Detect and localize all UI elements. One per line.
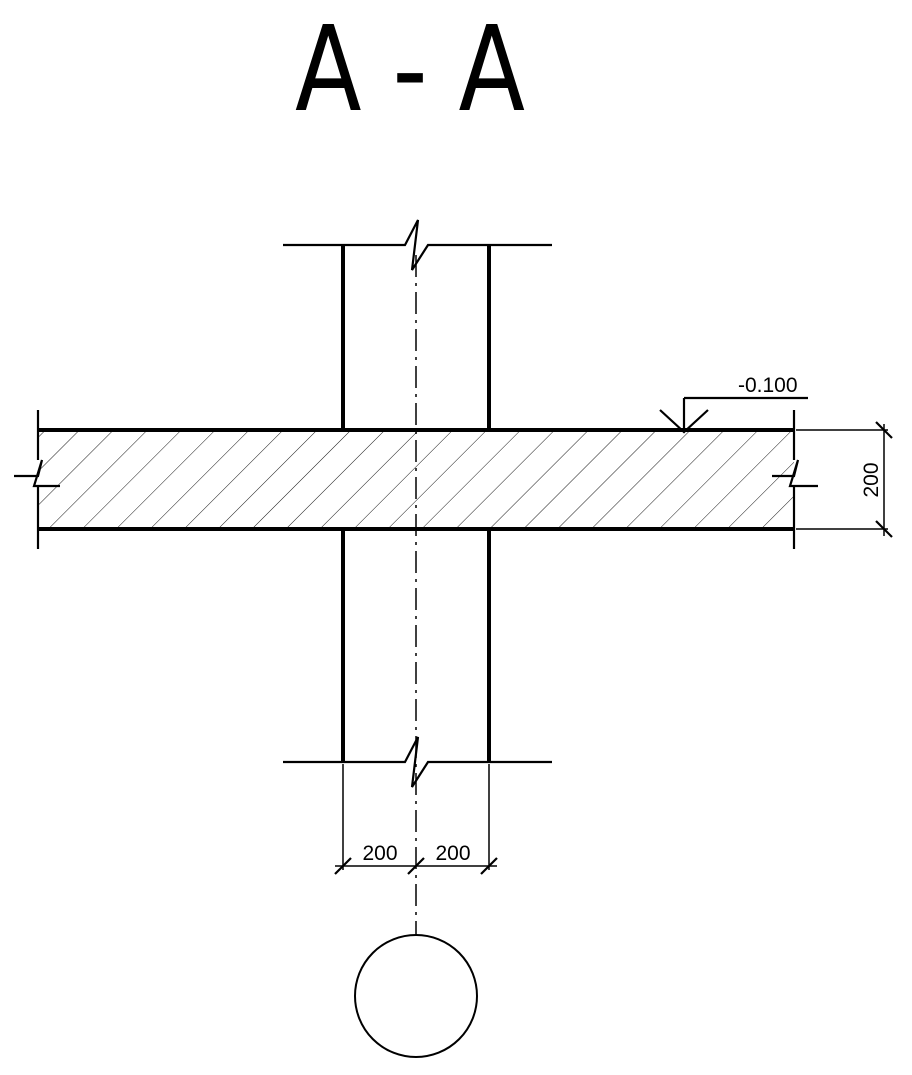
wall-left-half-label: 200: [362, 842, 397, 865]
axis-marker-circle: [354, 934, 478, 1058]
thickness-dim-tick-bottom: [875, 520, 893, 538]
section-title: A - A: [295, 0, 525, 138]
wall-dim-tick-center: [407, 857, 425, 875]
wall-right-half-label: 200: [435, 842, 470, 865]
slab-right-break-symbol: [772, 459, 818, 488]
wall-lower-break-line: [283, 736, 552, 788]
thickness-label: 200: [860, 462, 883, 497]
elevation-label: -0.100: [738, 374, 798, 397]
wall-upper-break-line: [283, 219, 552, 271]
wall-dim-tick-left: [334, 857, 352, 875]
thickness-dim-tick-top: [875, 421, 893, 439]
slab-left-break-symbol: [14, 459, 60, 488]
wall-dim-tick-right: [480, 857, 498, 875]
